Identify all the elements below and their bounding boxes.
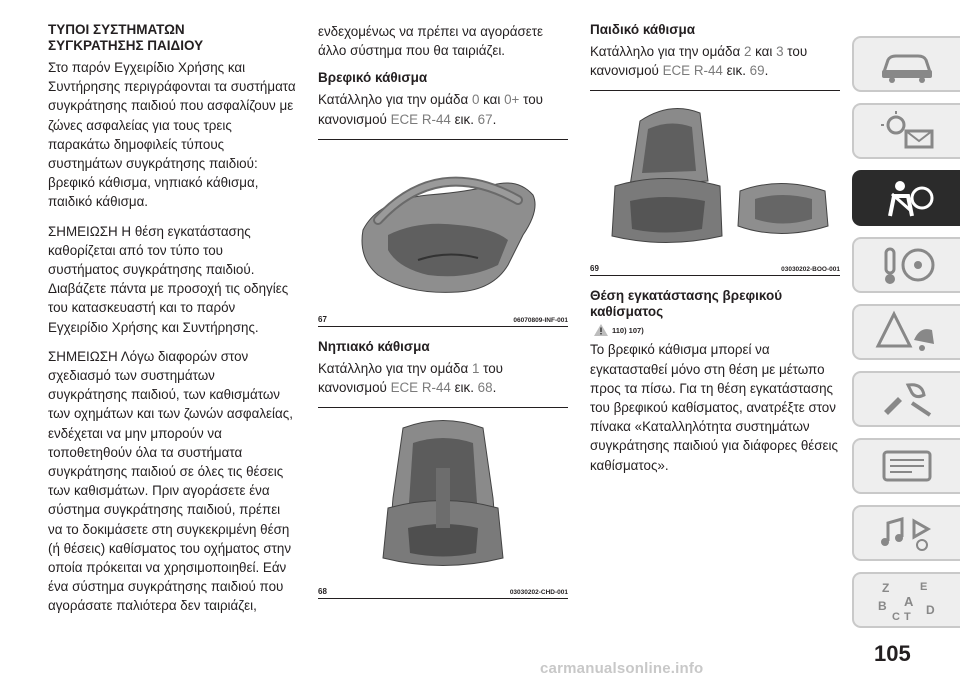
tab-technical-data[interactable]	[852, 438, 960, 494]
index-icon: Z E B A C T D	[878, 581, 935, 622]
column-3: Παιδικό κάθισμα Κατάλληλο για την ομάδα …	[590, 22, 840, 485]
safety-airbag-icon	[888, 181, 934, 217]
paragraph-infant-seat: Κατάλληλο για την ομάδα 0 και 0+ του καν…	[318, 92, 543, 127]
heading-child-seat: Παιδικό κάθισμα	[590, 22, 696, 37]
figure-69: 69 03030202-BOO-001	[590, 90, 840, 277]
paragraph-continued: ενδεχομένως να πρέπει να αγοράσετε άλλο …	[318, 24, 543, 59]
figure-number: 67	[318, 314, 327, 324]
index-letter: C	[892, 611, 900, 622]
paragraph-note-1: ΣΗΜΕΙΩΣΗ Η θέση εγκατάστασης καθορίζεται…	[48, 223, 289, 335]
paragraph-intro: Στο παρόν Εγχειρίδιο Χρήσης και Συντήρησ…	[48, 60, 296, 210]
section-heading: ΤΥΠΟΙ ΣΥΣΤΗΜΑΤΩΝ ΣΥΓΚΡΑΤΗΣΗΣ ΠΑΙΔΙΟΥ	[48, 22, 204, 53]
index-letter: T	[904, 611, 911, 622]
page-number: 105	[874, 641, 911, 666]
car-info-icon	[881, 54, 933, 83]
index-letter: A	[904, 594, 914, 609]
maintenance-icon	[884, 383, 932, 417]
column-2: ενδεχομένως να πρέπει να αγοράσετε άλλο …	[318, 22, 568, 607]
index-letter: E	[920, 581, 927, 593]
column-1: ΤΥΠΟΙ ΣΥΣΤΗΜΑΤΩΝ ΣΥΓΚΡΑΤΗΣΗΣ ΠΑΙΔΙΟΥ Στο…	[48, 22, 296, 626]
starting-driving-icon	[884, 247, 935, 284]
paragraph-child-seat: Κατάλληλο για την ομάδα 2 και 3 του κανο…	[590, 44, 808, 79]
paragraph-install-position: Το βρεφικό κάθισμα μπορεί να εγκατασταθε…	[590, 342, 838, 473]
toddler-seat-illustration	[382, 420, 504, 567]
multimedia-icon	[881, 517, 932, 551]
paragraph-note-2: ΣΗΜΕΙΩΣΗ Λόγω διαφορών στον σχεδιασμό τω…	[48, 348, 293, 614]
heading-infant-seat: Βρεφικό κάθισμα	[318, 70, 428, 86]
index-letter: D	[926, 603, 935, 617]
figure-number: 69	[590, 264, 599, 274]
infant-seat-illustration	[361, 176, 536, 293]
tab-emergency[interactable]	[852, 304, 960, 360]
emergency-icon	[875, 310, 934, 351]
index-letter: Z	[882, 581, 889, 595]
paragraph-toddler-seat: Κατάλληλο για την ομάδα 1 του κανονισμού…	[318, 360, 503, 396]
index-letter: B	[878, 599, 887, 613]
tab-multimedia[interactable]	[852, 505, 960, 561]
tab-maintenance[interactable]	[852, 371, 960, 427]
technical-data-icon	[882, 450, 932, 482]
warning-triangle-icon	[594, 324, 608, 337]
chapter-sidebar: Z E B A C T D	[852, 36, 960, 640]
figure-68: 68 03030202-CHD-001	[318, 407, 568, 600]
tab-safety[interactable]	[852, 170, 960, 226]
figure-number: 68	[318, 587, 327, 597]
tab-car-info[interactable]	[852, 36, 960, 92]
figure-code: 03030202-CHD-001	[509, 589, 568, 597]
figure-67: 67 06070809-INF-001	[318, 138, 568, 327]
warning-lights-icon	[881, 111, 934, 149]
watermark: carmanualsonline.info	[540, 660, 704, 677]
warning-reference: 110) 107)	[594, 324, 840, 337]
heading-install-position: Θέση εγκατάστασης βρεφικού καθίσματος	[590, 288, 783, 320]
tab-warning-lights[interactable]	[852, 103, 960, 159]
tab-starting-driving[interactable]	[852, 237, 960, 293]
figure-code: 06070809-INF-001	[513, 316, 568, 324]
figure-code: 03030202-BOO-001	[781, 266, 840, 274]
child-seat-illustration	[611, 108, 829, 244]
tab-index[interactable]: Z E B A C T D	[852, 572, 960, 628]
warning-refs: 110) 107)	[612, 325, 644, 335]
heading-toddler-seat: Νηπιακό κάθισμα	[318, 338, 430, 354]
